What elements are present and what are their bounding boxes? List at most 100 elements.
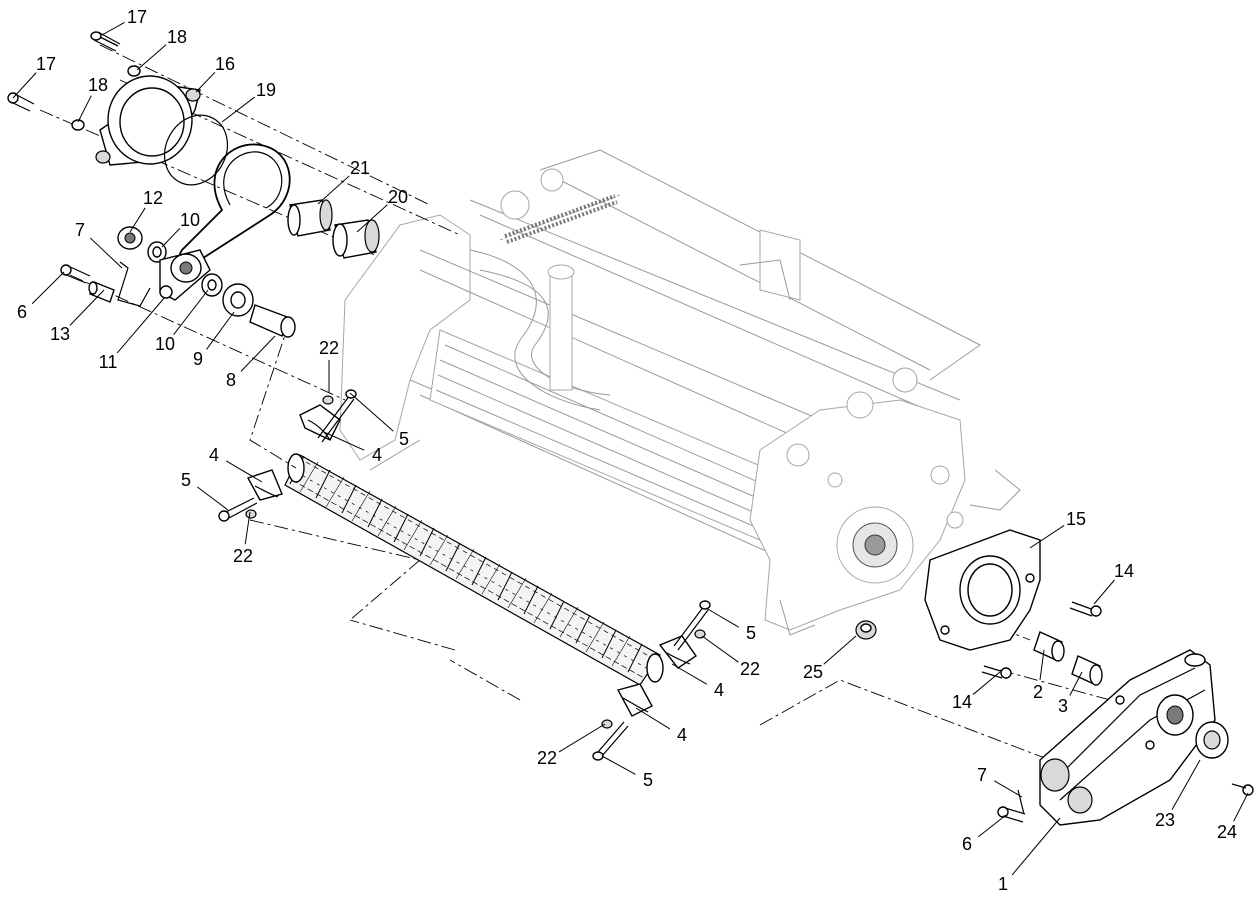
callout-number: 16 xyxy=(215,54,235,74)
bolt-6a xyxy=(60,264,91,284)
callout-10: 10 xyxy=(161,210,200,248)
callout-4: 4 xyxy=(635,707,687,745)
bolt-14a xyxy=(1069,601,1102,617)
leader-line xyxy=(197,486,229,511)
callout-number: 8 xyxy=(226,370,236,390)
callout-18: 18 xyxy=(136,27,187,71)
callout-15: 15 xyxy=(1029,509,1086,549)
cap-23 xyxy=(1195,721,1229,759)
callout-12: 12 xyxy=(129,188,163,233)
leader-line xyxy=(161,227,181,248)
leader-line xyxy=(1029,524,1065,549)
leader-line xyxy=(69,289,105,326)
washer-10b xyxy=(201,273,223,297)
callout-number: 9 xyxy=(193,349,203,369)
callout-number: 13 xyxy=(50,324,70,344)
callout-number: 4 xyxy=(372,445,382,465)
callout-2: 2 xyxy=(1033,649,1045,702)
callout-number: 15 xyxy=(1066,509,1086,529)
callout-number: 5 xyxy=(746,623,756,643)
callout-number: 23 xyxy=(1155,810,1175,830)
callout-8: 8 xyxy=(226,335,276,390)
bearing-12 xyxy=(117,226,143,250)
callout-number: 4 xyxy=(714,680,724,700)
leader-line xyxy=(225,460,263,483)
callout-number: 1 xyxy=(998,874,1008,894)
spacer-20 xyxy=(332,219,380,259)
callout-11: 11 xyxy=(99,296,166,372)
callout-number: 18 xyxy=(88,75,108,95)
idler-arm-11 xyxy=(159,249,211,301)
leader-line xyxy=(90,237,123,269)
callout-19: 19 xyxy=(221,80,276,123)
leader-line xyxy=(129,207,146,233)
callout-number: 22 xyxy=(537,748,557,768)
clamp-4c xyxy=(658,635,697,669)
callout-number: 6 xyxy=(17,302,27,322)
callout-21: 21 xyxy=(317,158,370,205)
clamp-4b xyxy=(246,469,283,501)
callout-number: 11 xyxy=(99,352,118,372)
leader-line xyxy=(317,175,350,205)
callout-17: 17 xyxy=(12,54,56,99)
leader-line xyxy=(349,392,394,432)
callout-25: 25 xyxy=(803,635,857,682)
callout-16: 16 xyxy=(195,54,235,93)
callout-10: 10 xyxy=(155,289,209,354)
callout-5: 5 xyxy=(705,607,756,643)
callout-number: 6 xyxy=(962,834,972,854)
callout-number: 5 xyxy=(181,470,191,490)
belt xyxy=(178,143,291,265)
callout-7: 7 xyxy=(75,220,123,269)
callout-20: 20 xyxy=(356,187,408,233)
callout-23: 23 xyxy=(1155,759,1201,830)
bolt-17b xyxy=(7,92,35,112)
callout-number: 25 xyxy=(803,662,823,682)
callout-9: 9 xyxy=(193,311,235,369)
key-7a xyxy=(117,261,151,307)
bushing-3 xyxy=(1071,655,1103,686)
callout-number: 3 xyxy=(1058,696,1068,716)
bolt-6b xyxy=(997,806,1026,823)
leader-line xyxy=(31,271,65,305)
spacer-21 xyxy=(287,199,333,237)
leader-line xyxy=(206,311,235,350)
washer-10a xyxy=(147,241,167,263)
callout-6: 6 xyxy=(962,814,1007,854)
leader-line xyxy=(240,335,276,372)
leader-line xyxy=(705,607,740,628)
gearbox-1 xyxy=(1039,649,1216,826)
callout-3: 3 xyxy=(1058,671,1083,716)
key-7b xyxy=(1017,789,1025,815)
leader-line xyxy=(173,289,209,335)
callout-14: 14 xyxy=(1093,561,1134,605)
leader-line xyxy=(356,204,388,233)
callout-5: 5 xyxy=(181,470,229,511)
callout-number: 4 xyxy=(677,725,687,745)
callout-number: 7 xyxy=(977,765,987,785)
nut-22a xyxy=(322,395,334,405)
gasket-plate-15 xyxy=(924,529,1041,651)
callout-14: 14 xyxy=(952,671,1001,712)
callout-6: 6 xyxy=(17,271,65,322)
callout-number: 12 xyxy=(143,188,163,208)
callout-1: 1 xyxy=(998,817,1061,894)
leader-line xyxy=(972,671,1001,695)
bolt-5c xyxy=(673,600,711,651)
leader-line xyxy=(1093,579,1115,605)
callout-number: 4 xyxy=(209,445,219,465)
callout-18: 18 xyxy=(77,75,108,123)
callout-number: 17 xyxy=(127,7,147,27)
leader-line xyxy=(1039,649,1045,681)
leader-line xyxy=(671,663,708,685)
screw-24 xyxy=(1231,783,1254,796)
pulley-9 xyxy=(222,283,254,317)
callout-24: 24 xyxy=(1217,792,1249,842)
leader-line xyxy=(823,635,857,665)
callout-number: 17 xyxy=(36,54,56,74)
leader-line xyxy=(12,72,37,99)
callout-13: 13 xyxy=(50,289,105,344)
o-ring-19 xyxy=(163,114,229,186)
leader-line xyxy=(1011,817,1061,876)
